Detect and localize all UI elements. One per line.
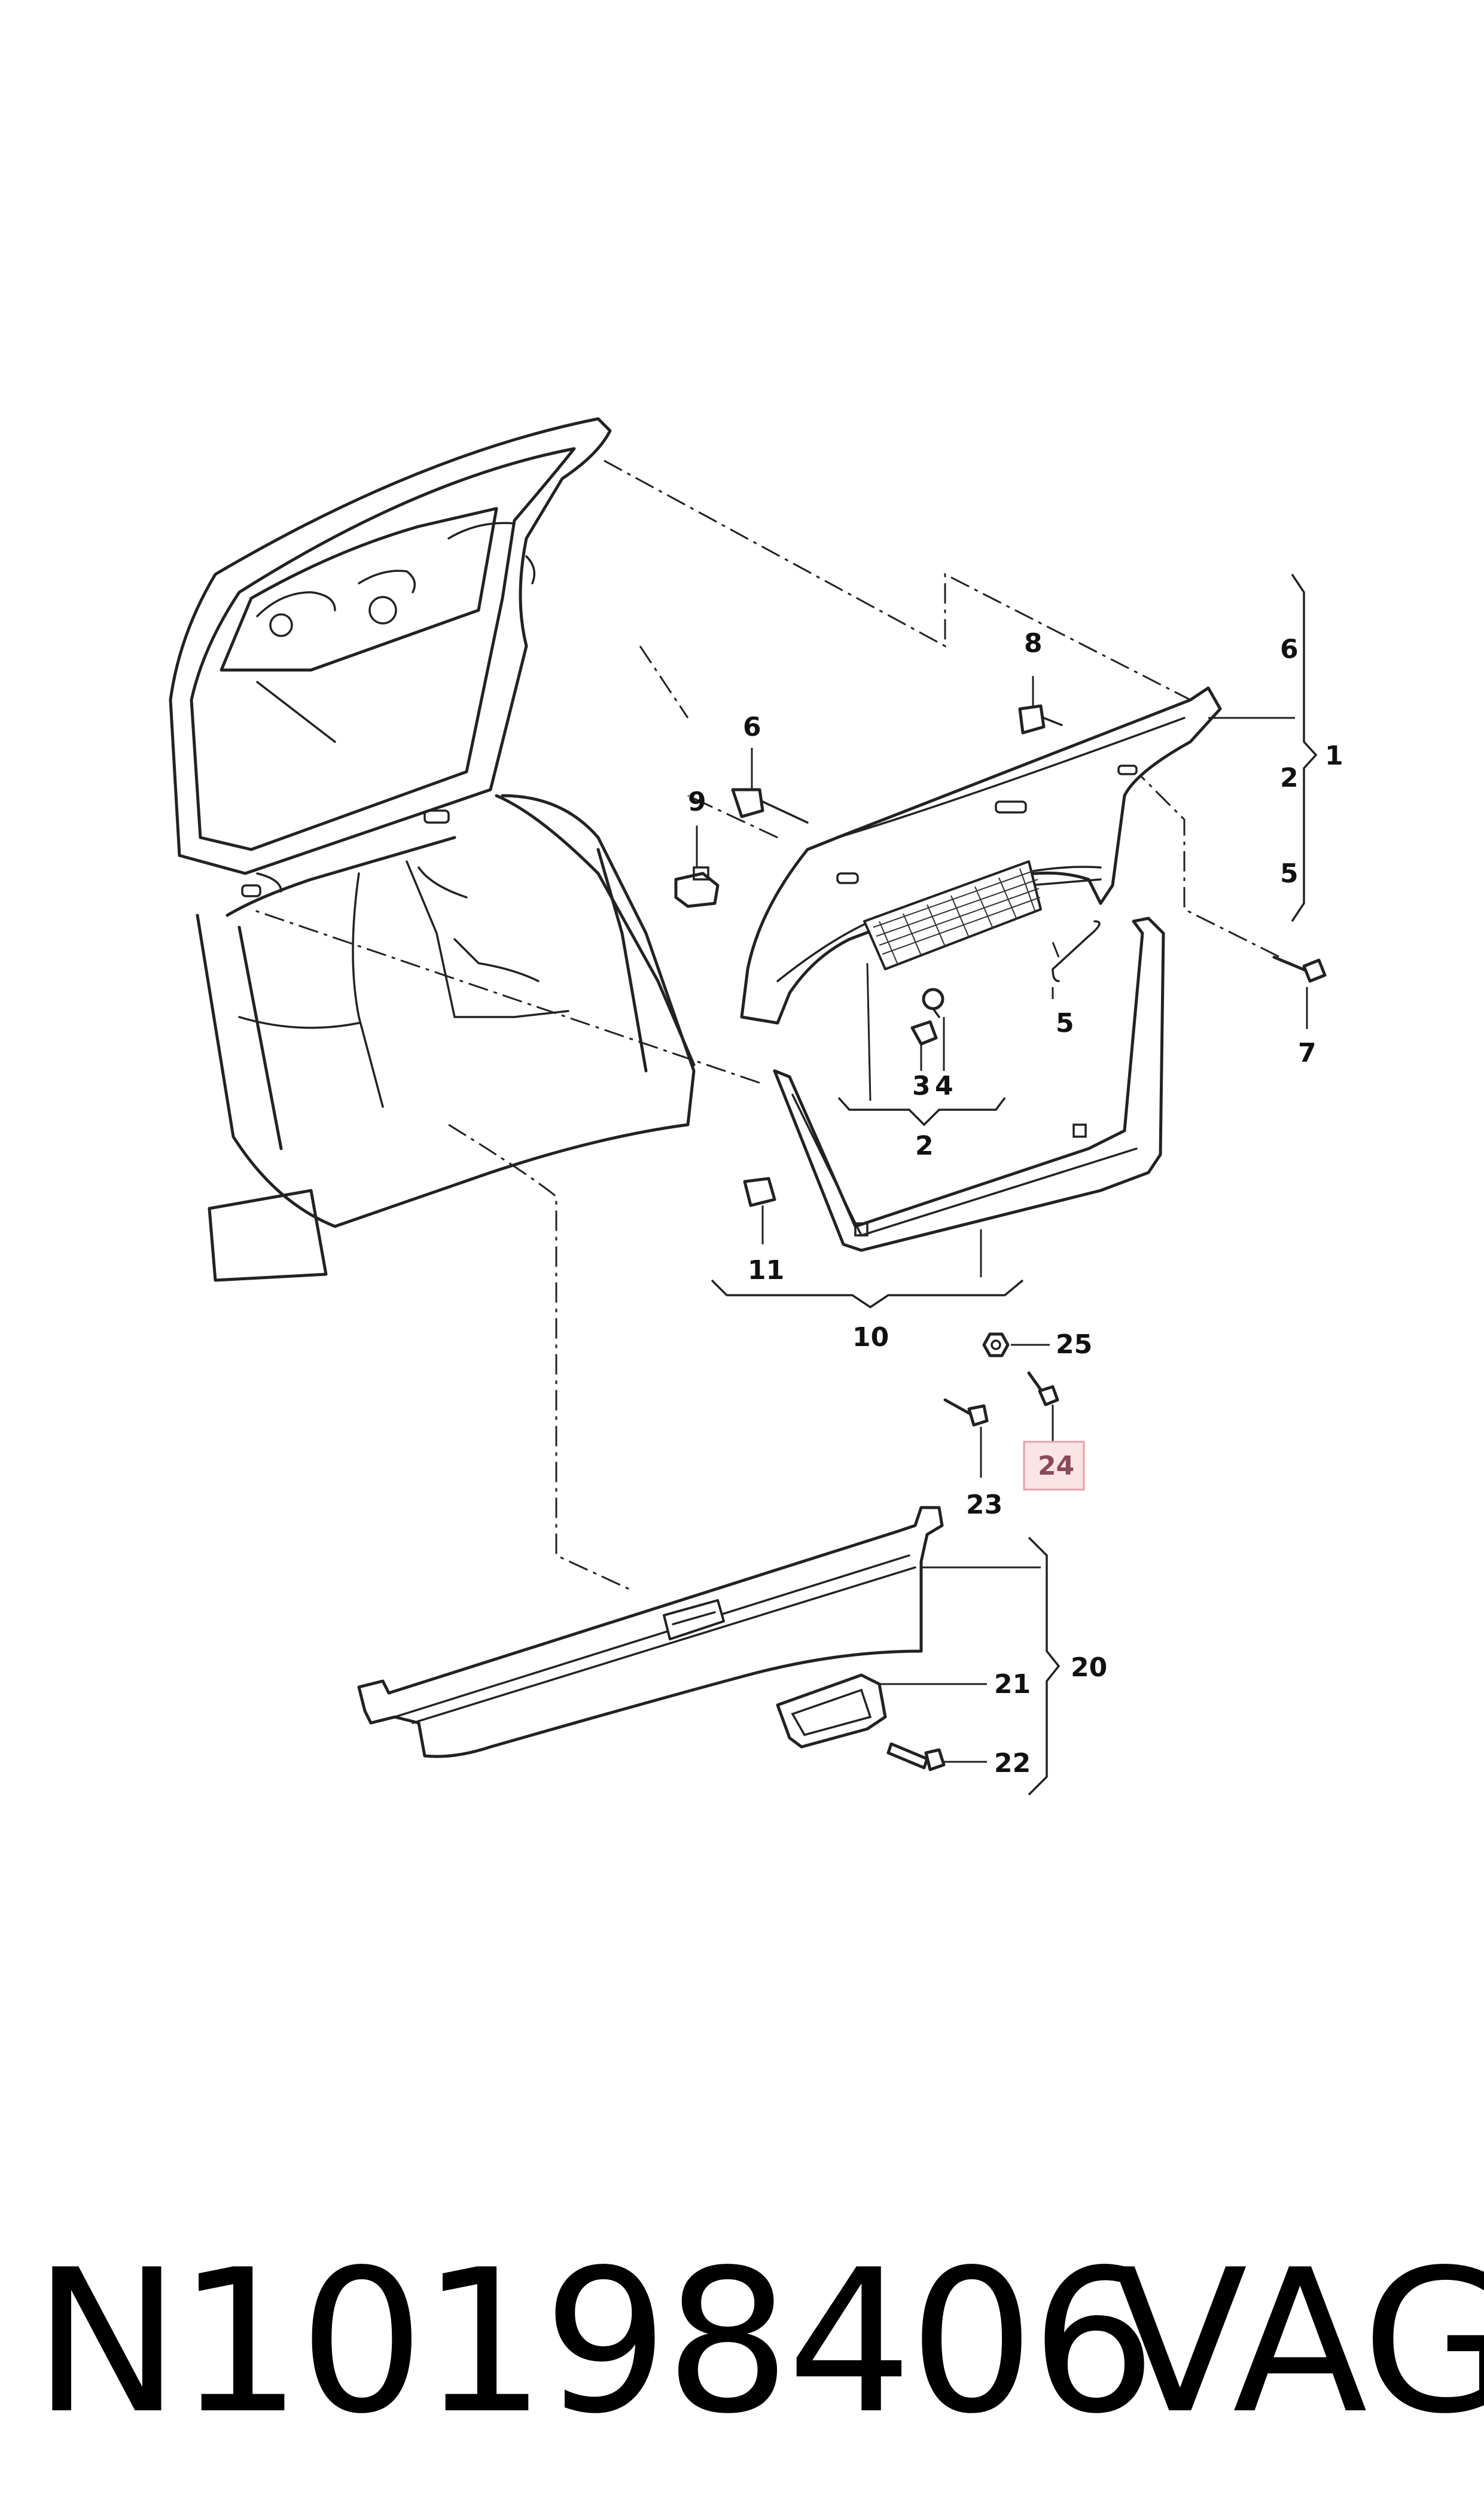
- footer: N10198406 VAG: [0, 2178, 1484, 2477]
- clip-11: [743, 1177, 776, 1244]
- callout-20: 20: [1071, 1652, 1107, 1683]
- callout-2-bottom: 2: [915, 1131, 934, 1161]
- brand-label: VAG: [1113, 2227, 1484, 2457]
- clip-9: [674, 826, 720, 908]
- callout-7: 7: [1298, 1038, 1317, 1068]
- brackets: [711, 574, 1318, 1796]
- callout-23: 23: [966, 1490, 1002, 1520]
- handle-21: [776, 1673, 887, 1749]
- lower-trim-strip: [773, 917, 1165, 1252]
- callout-25: 25: [1056, 1329, 1092, 1360]
- callout-8: 8: [1024, 628, 1043, 659]
- callout-9: 9: [688, 787, 706, 817]
- screw-7: [1272, 955, 1327, 1029]
- nut-25: [982, 1332, 1050, 1357]
- leader-lines: [866, 717, 1295, 1763]
- callout-4: 4: [935, 1071, 953, 1101]
- callout-2-right: 2: [1280, 763, 1299, 793]
- callout-1: 1: [1325, 741, 1343, 771]
- tailgate-trim-panel: [740, 686, 1222, 1025]
- net-pocket: [873, 868, 1041, 964]
- clip-6: [731, 748, 809, 824]
- callout-5-right: 5: [1280, 858, 1299, 889]
- bolt-24: [1027, 1371, 1059, 1442]
- callout-22: 22: [994, 1748, 1031, 1779]
- highlight-box-24: [1023, 1441, 1085, 1491]
- callout-11: 11: [748, 1255, 784, 1286]
- screw-22: [886, 1742, 946, 1771]
- callout-24: 24: [1038, 1451, 1074, 1481]
- callout-6-right: 6: [1280, 634, 1299, 665]
- screw-23: [943, 1398, 989, 1478]
- reference-lines: [251, 459, 1281, 1593]
- luggage-cover: [357, 1506, 944, 1758]
- callouts: 6 1 2 5 8 6 9 5 7 3 4 2 11 10 25 24 23 2…: [688, 628, 1343, 1779]
- car-body: [169, 417, 696, 1282]
- callout-3: 3: [912, 1071, 931, 1101]
- callout-5-mid: 5: [1056, 1008, 1074, 1039]
- part-number: N10198406: [33, 2227, 1157, 2457]
- callout-21: 21: [994, 1669, 1031, 1700]
- callout-6-left: 6: [743, 712, 761, 742]
- parts-diagram: 6 1 2 5 8 6 9 5 7 3 4 2 11 10 25 24 23 2…: [169, 417, 1343, 1796]
- fastener-3-4: [910, 988, 945, 1071]
- callout-10: 10: [852, 1322, 889, 1353]
- clip-8: [1018, 676, 1063, 735]
